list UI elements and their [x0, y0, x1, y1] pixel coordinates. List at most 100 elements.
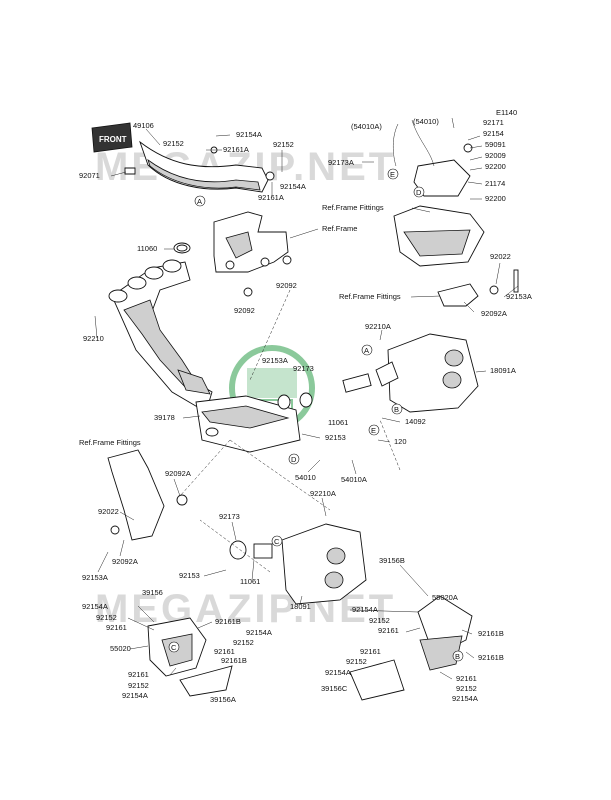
label-54010a-paren: (54010A) — [351, 122, 382, 131]
exhaust-header-pipes — [108, 259, 213, 413]
label-92152-c: 92152 — [96, 613, 117, 622]
label-92161b-b: 92161B — [221, 656, 247, 665]
svg-text:A: A — [197, 197, 202, 206]
heat-guard-55020A — [349, 595, 473, 701]
callout-d-mid: D — [288, 453, 300, 465]
label-120: 120 — [394, 437, 407, 446]
connector-pipe-upper — [277, 373, 372, 410]
label-92154a-c: 92154A — [82, 602, 108, 611]
label-92161-b: 92161 — [214, 647, 235, 656]
label-92161a-a: 92161A — [223, 145, 249, 154]
label-ref-frame: Ref.Frame — [322, 224, 357, 233]
label-92161-a: 92161 — [106, 623, 127, 632]
frame-bracket — [213, 211, 292, 297]
gasket-11060 — [173, 242, 191, 254]
label-92022-a: 92022 — [490, 252, 511, 261]
svg-text:C: C — [274, 537, 280, 546]
valve-actuator-bracket — [393, 205, 485, 267]
callout-a-mid: A — [361, 344, 373, 356]
label-92154: 92154 — [483, 129, 504, 138]
svg-text:E: E — [390, 170, 395, 179]
svg-text:A: A — [364, 346, 369, 355]
watermark-bottom: MEGAZIP.NET — [95, 587, 396, 631]
label-54010a: 54010A — [341, 475, 367, 484]
label-92161-c: 92161 — [128, 670, 149, 679]
label-92092-a: 92092 — [234, 306, 255, 315]
label-49106: 49106 — [133, 121, 154, 130]
label-92161-f: 92161 — [456, 674, 477, 683]
label-ref-frame-fittings-b: Ref.Frame Fittings — [339, 292, 401, 301]
callout-e-mid: E — [368, 424, 380, 436]
muffler-right-18091A — [375, 333, 479, 413]
label-92171: 92171 — [483, 118, 504, 127]
label-92153-a: 92153 — [325, 433, 346, 442]
label-ref-frame-fittings-a: Ref.Frame Fittings — [322, 203, 384, 212]
label-92152-e: 92152 — [128, 681, 149, 690]
label-54010-paren: (54010) — [413, 117, 439, 126]
label-92210a-a: 92210A — [365, 322, 391, 331]
bracket-left-lower — [107, 449, 188, 541]
label-92153a-c: 92153A — [82, 573, 108, 582]
label-11061-a: 11061 — [328, 418, 348, 427]
callout-a-top: A — [194, 195, 206, 207]
label-92071: 92071 — [79, 171, 100, 180]
label-92092a-c: 92092A — [112, 557, 138, 566]
callout-e-top: E — [387, 168, 399, 180]
label-55020: 55020 — [110, 644, 131, 653]
collector-box — [195, 395, 301, 453]
label-92152-h: 92152 — [456, 684, 477, 693]
label-92161b-d: 92161B — [478, 653, 504, 662]
label-92152-a: 92152 — [163, 139, 184, 148]
label-92154a-b: 92154A — [280, 182, 306, 191]
svg-text:D: D — [291, 455, 297, 464]
label-21174: 21174 — [485, 179, 505, 188]
front-tag: FRONT — [91, 122, 133, 153]
label-39156b: 39156B — [379, 556, 405, 565]
label-92153-b: 92153 — [179, 571, 200, 580]
label-18091: 18091 — [290, 602, 311, 611]
front-tag-label: FRONT — [99, 135, 127, 144]
label-92092-b: 92092 — [276, 281, 297, 290]
label-92210: 92210 — [83, 334, 104, 343]
label-92152-b: 92152 — [273, 140, 294, 149]
label-92173-b: 92173 — [219, 512, 240, 521]
muffler-lower-18091 — [229, 523, 367, 605]
svg-text:B: B — [455, 652, 460, 661]
label-92173a: 92173A — [328, 158, 354, 167]
label-39156c: 39156C — [321, 684, 348, 693]
label-92154a-f: 92154A — [352, 605, 378, 614]
callout-b-mid: B — [391, 403, 403, 415]
cover-21174 — [393, 117, 473, 197]
label-59091: 59091 — [485, 140, 506, 149]
label-ref-frame-fittings-c: Ref.Frame Fittings — [79, 438, 141, 447]
label-92092a-b: 92092A — [165, 469, 191, 478]
label-92154a-e: 92154A — [122, 691, 148, 700]
label-92200-a: 92200 — [485, 162, 506, 171]
label-92210a-b: 92210A — [310, 489, 336, 498]
callout-c-low: C — [168, 641, 180, 653]
callout-c-mid: C — [271, 535, 283, 547]
svg-text:C: C — [171, 643, 177, 652]
label-92161-e: 92161 — [360, 647, 381, 656]
label-55020a: 55020A — [432, 593, 458, 602]
label-92161b-a: 92161B — [215, 617, 241, 626]
svg-text:D: D — [416, 188, 422, 197]
label-92173-a: 92173 — [293, 364, 314, 373]
label-92154a-d: 92154A — [246, 628, 272, 637]
label-92092a-a: 92092A — [481, 309, 507, 318]
label-92152-d: 92152 — [233, 638, 254, 647]
label-92161b-c: 92161B — [478, 629, 504, 638]
label-e1140: E1140 — [496, 108, 517, 117]
label-92152-f: 92152 — [369, 616, 390, 625]
label-92153a-a: 92153A — [506, 292, 532, 301]
bracket-right-upper — [437, 269, 519, 307]
part-labels: E1140 92171 92154 59091 92009 92200 2117… — [79, 108, 532, 704]
label-11060: 11060 — [137, 244, 157, 253]
label-92154a-a: 92154A — [236, 130, 262, 139]
label-92161a-b: 92161A — [258, 193, 284, 202]
label-92022-b: 92022 — [98, 507, 119, 516]
label-39156a: 39156A — [210, 695, 236, 704]
label-92161-d: 92161 — [378, 626, 399, 635]
label-92152-g: 92152 — [346, 657, 367, 666]
